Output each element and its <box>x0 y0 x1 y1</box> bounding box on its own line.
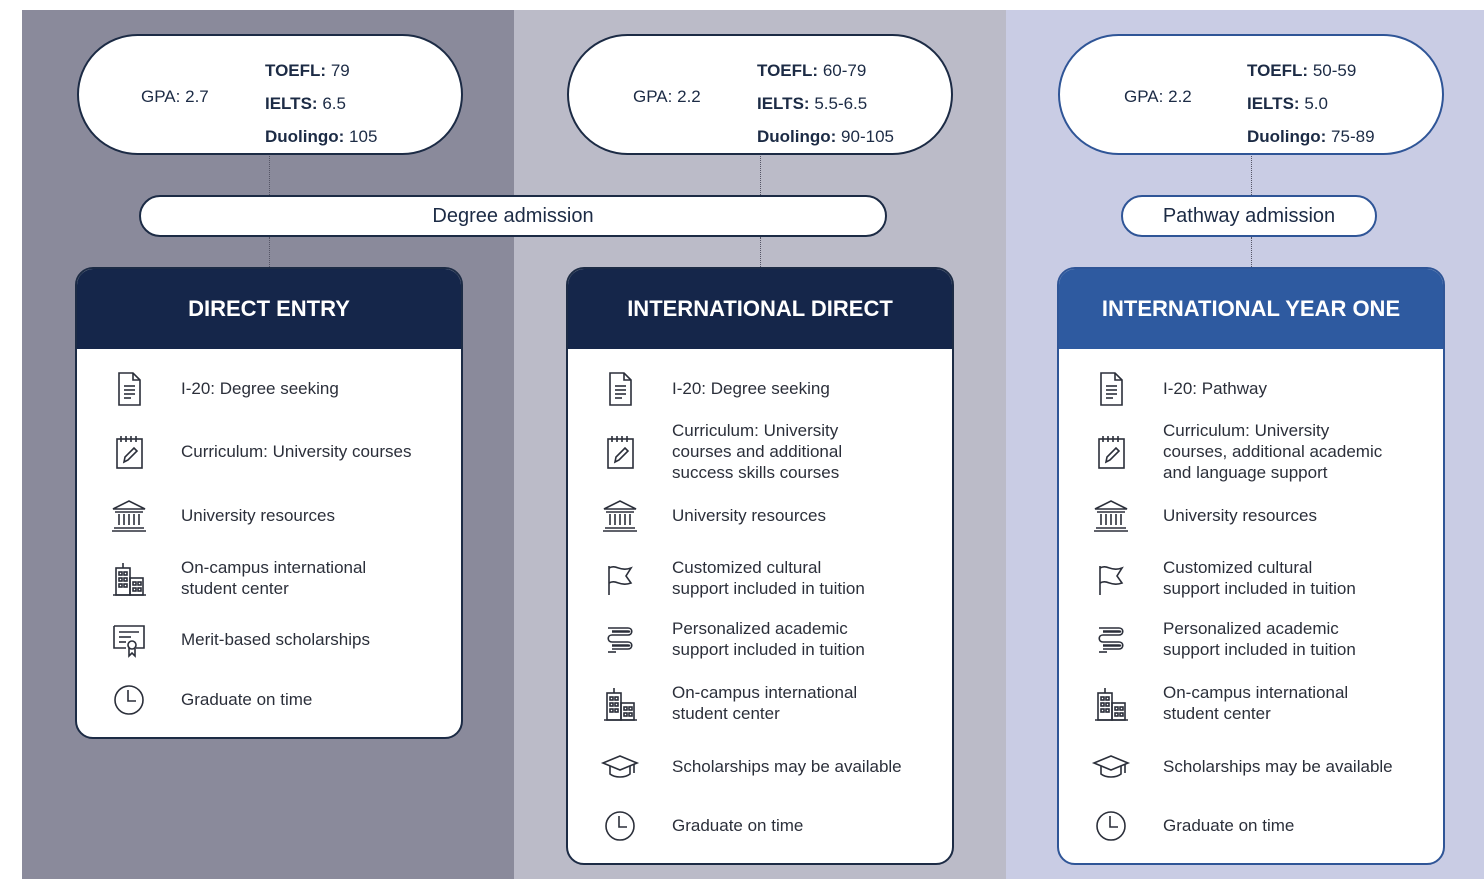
feature-item: Merit-based scholarships <box>77 620 461 660</box>
winding-path-icon <box>1091 620 1131 660</box>
connector-line <box>760 237 761 267</box>
feature-item: Scholarships may be available <box>568 747 952 787</box>
feature-item: Graduate on time <box>568 806 952 846</box>
document-icon <box>600 369 640 409</box>
feature-text: On-campus international student center <box>181 558 367 598</box>
feature-item: I-20: Degree seeking <box>77 369 461 409</box>
connector-line <box>1251 156 1252 195</box>
feature-item: Personalized academic support included i… <box>568 619 952 660</box>
duolingo-score: Duolingo: 75-89 <box>1247 127 1375 146</box>
feature-item: Scholarships may be available <box>1059 747 1443 787</box>
flag-icon <box>600 559 640 599</box>
card-title: DIRECT ENTRY <box>77 269 461 349</box>
notepad-pencil-icon <box>109 432 149 472</box>
international-direct-requirements: GPA: 2.2 TOEFL: 60-79 IELTS: 5.5-6.5 Duo… <box>567 34 953 155</box>
feature-text: Graduate on time <box>1163 815 1295 835</box>
notepad-pencil-icon <box>600 432 640 472</box>
duolingo-score: Duolingo: 105 <box>265 127 378 146</box>
card-title: INTERNATIONAL YEAR ONE <box>1059 269 1443 349</box>
feature-text: On-campus international student center <box>672 683 858 723</box>
certificate-icon <box>109 620 149 660</box>
feature-text: Graduate on time <box>181 689 313 709</box>
notepad-pencil-icon <box>1091 432 1131 472</box>
feature-text: University resources <box>672 505 826 525</box>
international-direct-card: INTERNATIONAL DIRECT I-20: Degree seekin… <box>566 267 954 865</box>
feature-text: Scholarships may be available <box>1163 756 1393 776</box>
feature-item: Customized cultural support included in … <box>568 558 952 599</box>
feature-item: On-campus international student center <box>568 683 952 724</box>
pathway-admission-label: Pathway admission <box>1121 195 1377 237</box>
graduation-cap-icon <box>1091 747 1131 787</box>
gpa-requirement: GPA: 2.7 <box>141 87 209 106</box>
feature-item: Graduate on time <box>1059 806 1443 846</box>
feature-item: Customized cultural support included in … <box>1059 558 1443 599</box>
ielts-score: IELTS: 5.5-6.5 <box>757 94 868 113</box>
clock-icon <box>600 806 640 846</box>
winding-path-icon <box>600 620 640 660</box>
feature-text: I-20: Degree seeking <box>181 378 339 398</box>
ielts-score: IELTS: 5.0 <box>1247 94 1328 113</box>
feature-text: Curriculum: University courses and addit… <box>672 420 843 482</box>
feature-text: Curriculum: University courses <box>181 441 412 461</box>
feature-text: On-campus international student center <box>1163 683 1349 723</box>
gpa-requirement: GPA: 2.2 <box>633 87 701 106</box>
feature-item: University resources <box>568 496 952 536</box>
office-building-icon <box>1091 684 1131 724</box>
language-scores: TOEFL: 50-59 IELTS: 5.0 Duolingo: 75-89 <box>1247 54 1375 153</box>
card-title: INTERNATIONAL DIRECT <box>568 269 952 349</box>
feature-item: Personalized academic support included i… <box>1059 619 1443 660</box>
connector-line <box>269 156 270 195</box>
university-building-icon <box>600 496 640 536</box>
feature-text: Graduate on time <box>672 815 804 835</box>
document-icon <box>1091 369 1131 409</box>
feature-text: Customized cultural support included in … <box>672 558 865 598</box>
feature-text: I-20: Pathway <box>1163 378 1267 398</box>
feature-text: Customized cultural support included in … <box>1163 558 1356 598</box>
feature-item: Curriculum: University courses <box>77 432 461 472</box>
toefl-score: TOEFL: 50-59 <box>1247 61 1357 80</box>
clock-icon <box>109 680 149 720</box>
feature-text: Scholarships may be available <box>672 756 902 776</box>
university-building-icon <box>109 496 149 536</box>
language-scores: TOEFL: 60-79 IELTS: 5.5-6.5 Duolingo: 90… <box>757 54 894 153</box>
gpa-requirement: GPA: 2.2 <box>1124 87 1192 106</box>
feature-text: University resources <box>181 505 335 525</box>
graduation-cap-icon <box>600 747 640 787</box>
feature-item: On-campus international student center <box>77 558 461 599</box>
connector-line <box>1251 237 1252 267</box>
ielts-score: IELTS: 6.5 <box>265 94 346 113</box>
office-building-icon <box>109 559 149 599</box>
feature-item: On-campus international student center <box>1059 683 1443 724</box>
feature-item: I-20: Pathway <box>1059 369 1443 409</box>
connector-line <box>269 237 270 267</box>
feature-item: University resources <box>77 496 461 536</box>
degree-admission-label: Degree admission <box>139 195 887 237</box>
feature-item: Graduate on time <box>77 680 461 720</box>
clock-icon <box>1091 806 1131 846</box>
international-year-one-requirements: GPA: 2.2 TOEFL: 50-59 IELTS: 5.0 Duoling… <box>1058 34 1444 155</box>
toefl-score: TOEFL: 60-79 <box>757 61 867 80</box>
flag-icon <box>1091 559 1131 599</box>
feature-text: Curriculum: University courses, addition… <box>1163 420 1383 482</box>
document-icon <box>109 369 149 409</box>
feature-text: I-20: Degree seeking <box>672 378 830 398</box>
feature-text: Personalized academic support included i… <box>672 619 865 659</box>
feature-item: Curriculum: University courses and addit… <box>568 421 952 482</box>
feature-item: University resources <box>1059 496 1443 536</box>
direct-entry-requirements: GPA: 2.7 TOEFL: 79 IELTS: 6.5 Duolingo: … <box>77 34 463 155</box>
feature-item: I-20: Degree seeking <box>568 369 952 409</box>
toefl-score: TOEFL: 79 <box>265 61 350 80</box>
language-scores: TOEFL: 79 IELTS: 6.5 Duolingo: 105 <box>265 54 377 153</box>
feature-text: Personalized academic support included i… <box>1163 619 1356 659</box>
university-building-icon <box>1091 496 1131 536</box>
feature-text: University resources <box>1163 505 1317 525</box>
feature-text: Merit-based scholarships <box>181 629 370 649</box>
duolingo-score: Duolingo: 90-105 <box>757 127 894 146</box>
office-building-icon <box>600 684 640 724</box>
feature-item: Curriculum: University courses, addition… <box>1059 421 1443 482</box>
connector-line <box>760 156 761 195</box>
